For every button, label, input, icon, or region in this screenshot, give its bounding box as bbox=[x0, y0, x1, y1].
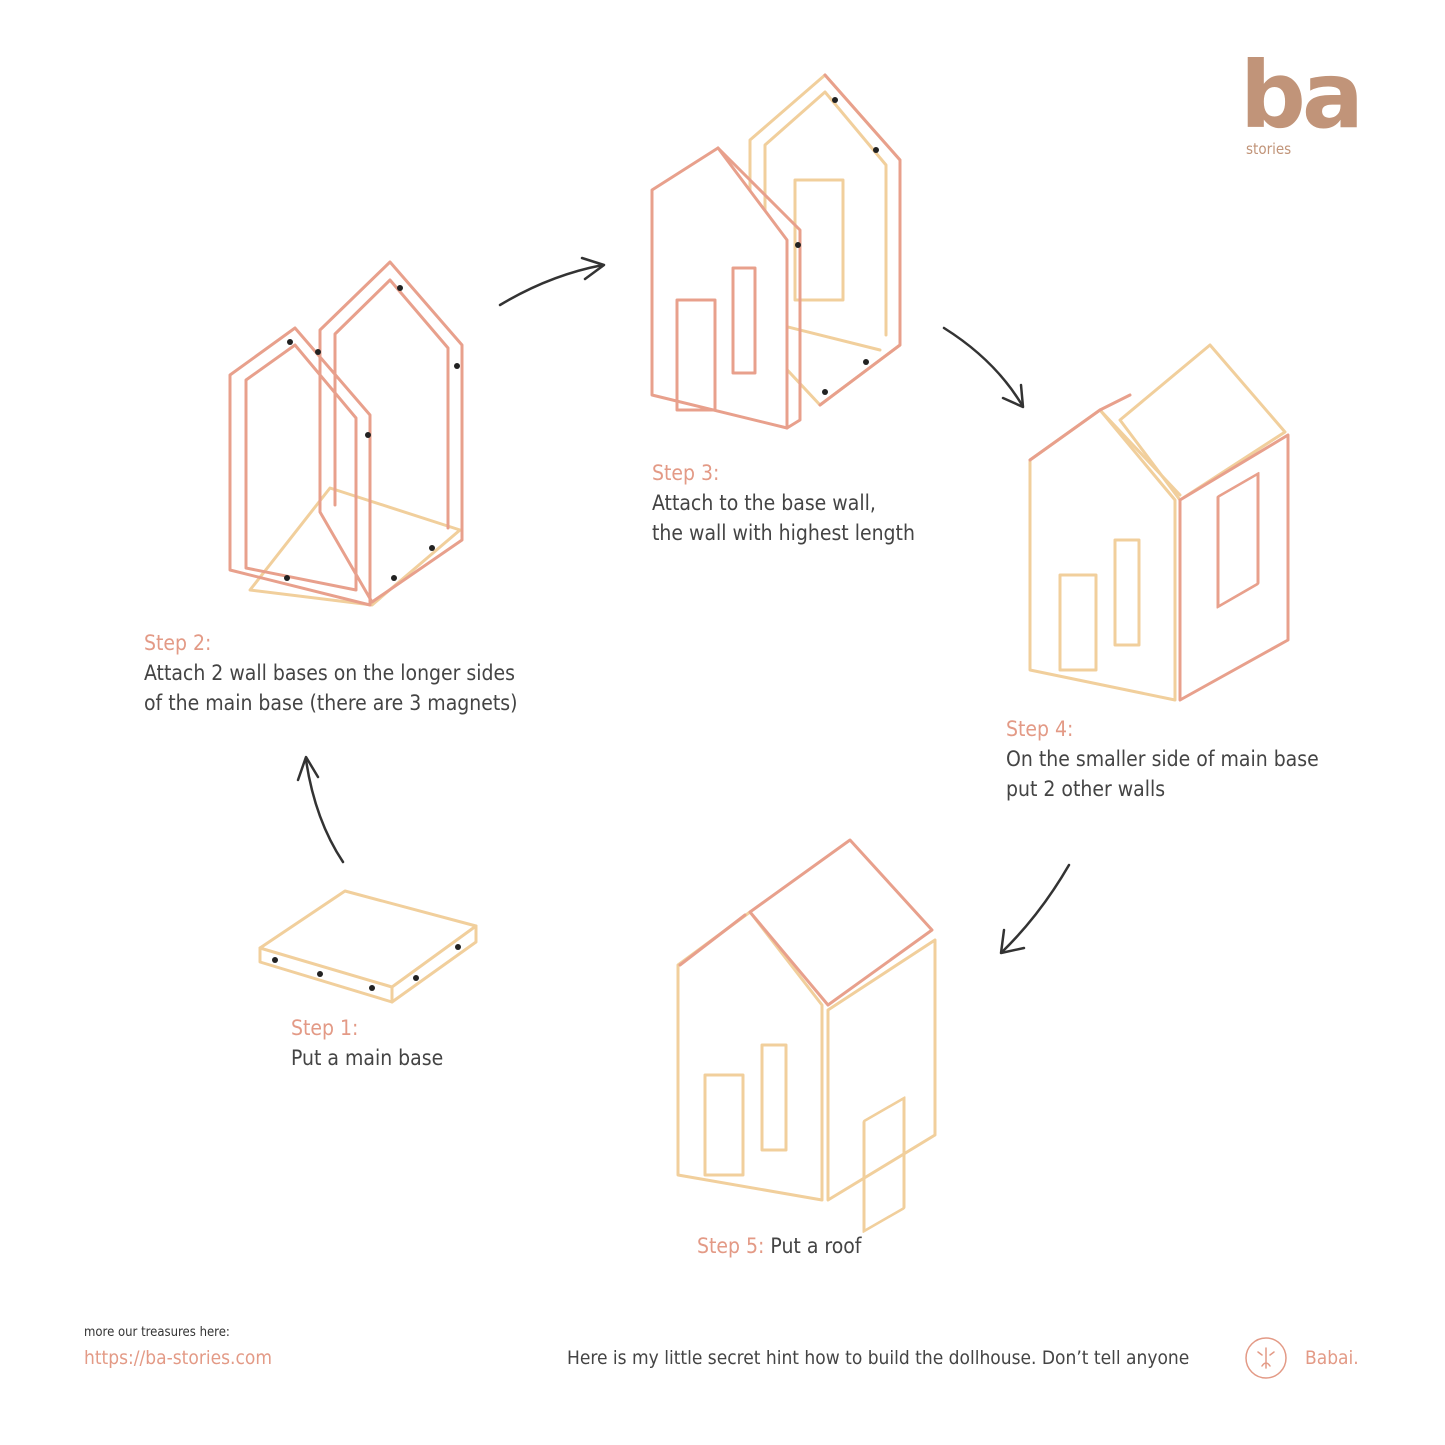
website-link[interactable]: https://ba-stories.com bbox=[84, 1347, 272, 1369]
step-label: Step 2: bbox=[144, 631, 212, 655]
step-text: On the smaller side of main base bbox=[1006, 747, 1319, 771]
step-text: put 2 other walls bbox=[1006, 777, 1166, 801]
step-5-caption: Step 5: Put a roof bbox=[697, 1231, 861, 1261]
step-text: Attach 2 wall bases on the longer sides bbox=[144, 661, 515, 685]
logo-subtitle: stories bbox=[1246, 140, 1292, 158]
arrow-icon bbox=[296, 755, 345, 864]
step-4-caption: Step 4: On the smaller side of main base… bbox=[1006, 714, 1319, 804]
arrow-icon bbox=[999, 863, 1071, 955]
step-text: Put a main base bbox=[291, 1046, 444, 1070]
step-2-caption: Step 2: Attach 2 wall bases on the longe… bbox=[144, 628, 518, 718]
step-text: the wall with highest length bbox=[652, 521, 915, 545]
arrow-icon bbox=[942, 326, 1025, 409]
babai-face-icon bbox=[1245, 1337, 1287, 1379]
step-text: Put a roof bbox=[770, 1234, 862, 1258]
more-treasures-label: more our treasures here: bbox=[84, 1325, 230, 1340]
step1-base-illustration bbox=[258, 889, 478, 1004]
step-3-caption: Step 3: Attach to the base wall, the wal… bbox=[652, 458, 915, 548]
step-label: Step 5: bbox=[697, 1234, 765, 1258]
signature: Babai. bbox=[1305, 1347, 1359, 1369]
secret-hint-text: Here is my little secret hint how to bui… bbox=[567, 1347, 1190, 1369]
step-1-caption: Step 1: Put a main base bbox=[291, 1013, 443, 1073]
step4-house-illustration bbox=[1028, 343, 1290, 702]
step2-frames-illustration bbox=[228, 260, 464, 607]
brand-logo: ba stories bbox=[1240, 42, 1370, 159]
step-label: Step 4: bbox=[1006, 717, 1074, 741]
arrow-icon bbox=[498, 256, 606, 307]
step-label: Step 3: bbox=[652, 461, 720, 485]
logo-mark: ba bbox=[1240, 42, 1364, 149]
arrows bbox=[296, 256, 1071, 955]
step3-walls-illustration bbox=[650, 73, 902, 430]
step-label: Step 1: bbox=[291, 1016, 359, 1040]
step5-house-illustration bbox=[676, 838, 937, 1233]
step-text: Attach to the base wall, bbox=[652, 491, 876, 515]
step-text: of the main base (there are 3 magnets) bbox=[144, 691, 518, 715]
